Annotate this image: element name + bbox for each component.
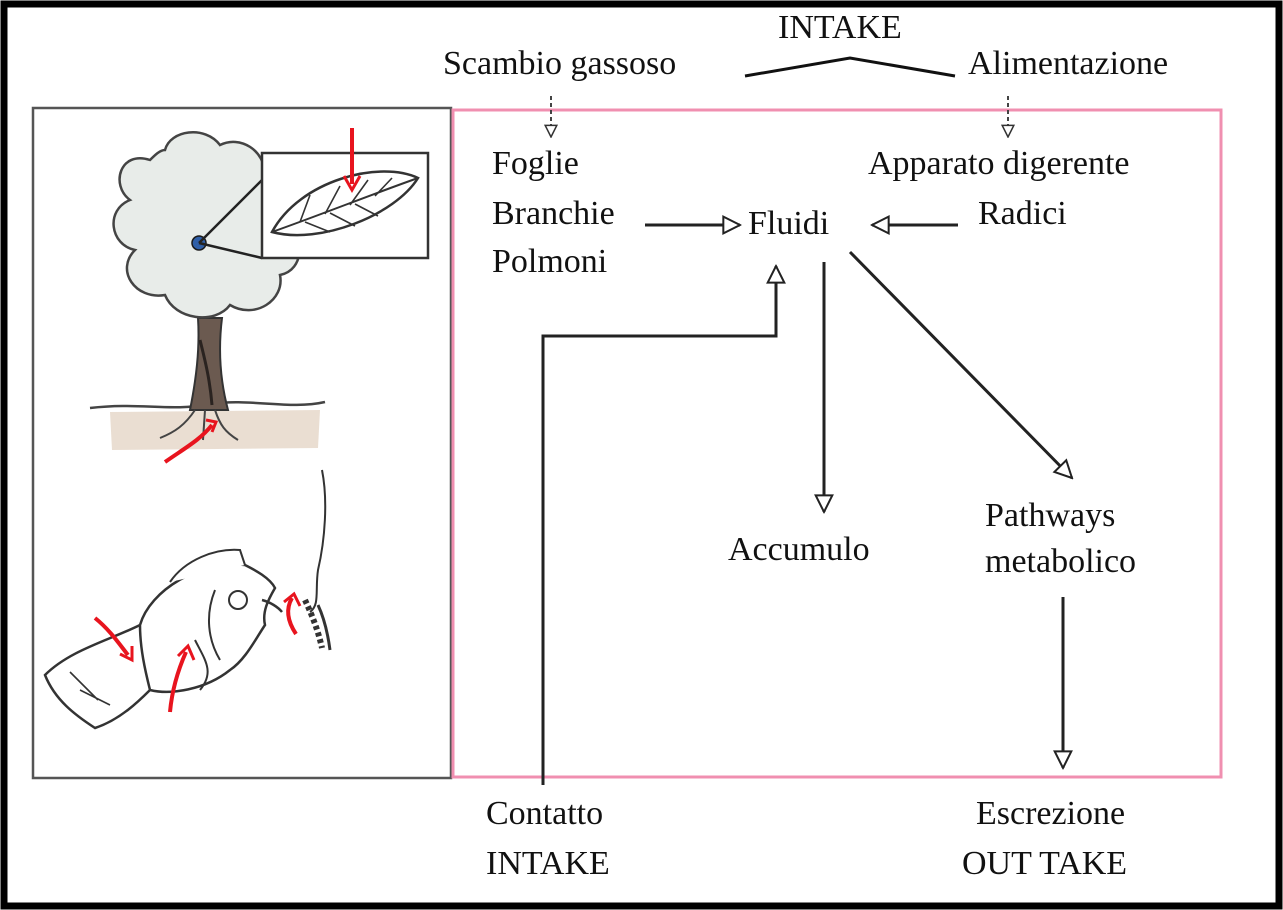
tree-icon bbox=[89, 131, 326, 464]
contact-label-line1: Contatto bbox=[486, 795, 604, 832]
fluids-label: Fluidi bbox=[748, 205, 830, 242]
pathways-label-line1: Pathways bbox=[985, 497, 1116, 534]
contact-to-fluids-arrow bbox=[541, 266, 776, 785]
leaves-label: Foglie bbox=[492, 145, 579, 182]
digestive-system-label: Apparato digerente bbox=[868, 145, 1130, 182]
fishing-line-icon bbox=[302, 469, 332, 651]
fish-icon bbox=[43, 548, 302, 730]
roots-label: Radici bbox=[978, 195, 1067, 232]
leaf-icon bbox=[260, 128, 430, 260]
gills-label: Branchie bbox=[492, 195, 615, 232]
intake-bracket bbox=[744, 56, 956, 78]
contact-label-line2: INTAKE bbox=[486, 845, 610, 882]
lungs-label: Polmoni bbox=[492, 243, 608, 280]
excretion-label-line1: Escrezione bbox=[976, 795, 1126, 832]
intake-top-label: INTAKE bbox=[778, 9, 902, 46]
pathways-label-line2: metabolico bbox=[985, 543, 1137, 580]
fluids-to-pathways-arrow bbox=[848, 250, 1072, 478]
excretion-label-line2: OUT TAKE bbox=[962, 845, 1128, 882]
feeding-label: Alimentazione bbox=[968, 45, 1169, 82]
gas-exchange-label: Scambio gassoso bbox=[443, 45, 677, 82]
process-panel bbox=[451, 108, 1223, 779]
accumulation-label: Accumulo bbox=[728, 531, 870, 568]
